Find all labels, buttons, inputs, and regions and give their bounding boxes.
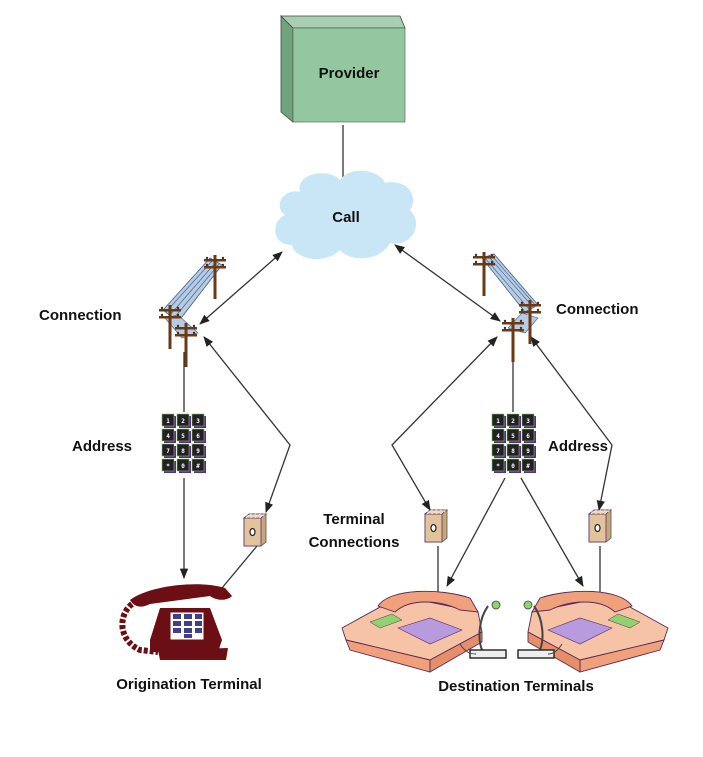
keypad-key <box>161 443 175 457</box>
right-terminal-connection-arrow-1 <box>391 336 498 511</box>
keypad-key-label: 7 <box>496 448 500 455</box>
keypad-key-label: * <box>496 463 500 470</box>
keypad-key-label: 2 <box>511 418 515 425</box>
terminal-connections-label-line1: Terminal <box>323 511 384 528</box>
keypad-key-label: # <box>196 463 200 470</box>
origination-terminal-label: Origination Terminal <box>116 676 262 693</box>
keypad-key-label: 8 <box>511 448 515 455</box>
keypad-key-label: * <box>166 463 170 470</box>
provider-label: Provider <box>319 65 380 82</box>
keypad-key <box>521 428 535 442</box>
dest2-terminal-connection-icon[interactable] <box>588 509 612 543</box>
keypad-key-label: 3 <box>526 418 530 425</box>
left-address-keypad-icon[interactable]: 1 2 3 4 5 6 7 8 9 * 0 # <box>161 413 206 473</box>
keypad-key-label: 0 <box>181 463 185 470</box>
keypad-key <box>506 443 520 457</box>
keypad-key-label: 3 <box>196 418 200 425</box>
keypad-key-label: 6 <box>196 433 200 440</box>
keypad-key-label: 2 <box>181 418 185 425</box>
origin-terminal-connection-arrow <box>203 336 291 513</box>
keypad-key-label: 1 <box>496 418 500 425</box>
keypad-key <box>506 458 520 472</box>
keypad-key <box>491 458 505 472</box>
right-connection-poles-icon[interactable] <box>473 252 541 362</box>
keypad-key-label: 5 <box>511 433 515 440</box>
keypad-key-label: 9 <box>526 448 530 455</box>
keypad-key <box>491 443 505 457</box>
right-connection-label: Connection <box>556 301 639 318</box>
right-address-label: Address <box>548 438 608 455</box>
destination-terminal-phone-1-icon[interactable] <box>341 590 507 673</box>
dest1-terminal-connection-icon[interactable] <box>424 509 448 543</box>
keypad-key-label: 8 <box>181 448 185 455</box>
keypad-key <box>191 443 205 457</box>
address-to-dest1-arrow <box>446 477 506 587</box>
keypad-key <box>176 413 190 427</box>
right-terminal-connection-arrow-2 <box>530 336 613 512</box>
keypad-key-label: # <box>526 463 530 470</box>
keypad-key <box>491 413 505 427</box>
keypad-key <box>521 443 535 457</box>
keypad-key <box>191 413 205 427</box>
right-address-keypad-icon[interactable]: 1 2 3 4 5 6 7 8 9 * 0 # <box>491 413 536 473</box>
keypad-key <box>176 428 190 442</box>
keypad-key-label: 7 <box>166 448 170 455</box>
keypad-key-label: 0 <box>511 463 515 470</box>
keypad-key-label: 4 <box>166 433 170 440</box>
keypad-key-label: 4 <box>496 433 500 440</box>
origin-terminal-connection-icon[interactable] <box>243 513 267 547</box>
keypad-key <box>491 428 505 442</box>
keypad-key <box>161 428 175 442</box>
left-connection-label: Connection <box>39 307 122 324</box>
keypad-key <box>176 443 190 457</box>
destination-terminal-phone-2-icon[interactable] <box>517 590 669 673</box>
keypad-key <box>191 428 205 442</box>
call-left-connection-arrow <box>199 251 283 325</box>
keypad-key-label: 5 <box>181 433 185 440</box>
call-right-connection-arrow <box>394 244 501 322</box>
call-label: Call <box>332 209 360 226</box>
keypad-key-label: 9 <box>196 448 200 455</box>
keypad-key <box>161 458 175 472</box>
keypad-key <box>521 413 535 427</box>
terminal-connections-label-line2: Connections <box>309 534 400 551</box>
destination-terminals-label: Destination Terminals <box>438 678 594 695</box>
keypad-key-label: 1 <box>166 418 170 425</box>
connector-lines <box>179 125 613 592</box>
keypad-key <box>506 428 520 442</box>
keypad-key <box>161 413 175 427</box>
keypad-key <box>521 458 535 472</box>
provider-box[interactable]: Provider <box>280 15 406 123</box>
origination-terminal-phone-icon[interactable] <box>119 584 232 660</box>
left-address-label: Address <box>72 438 132 455</box>
keypad-key <box>176 458 190 472</box>
keypad-key <box>506 413 520 427</box>
left-connection-poles-icon[interactable] <box>159 255 226 367</box>
address-to-dest2-arrow <box>520 477 584 587</box>
keypad-key <box>191 458 205 472</box>
keypad-key-label: 6 <box>526 433 530 440</box>
call-cloud[interactable]: Call <box>275 170 417 260</box>
